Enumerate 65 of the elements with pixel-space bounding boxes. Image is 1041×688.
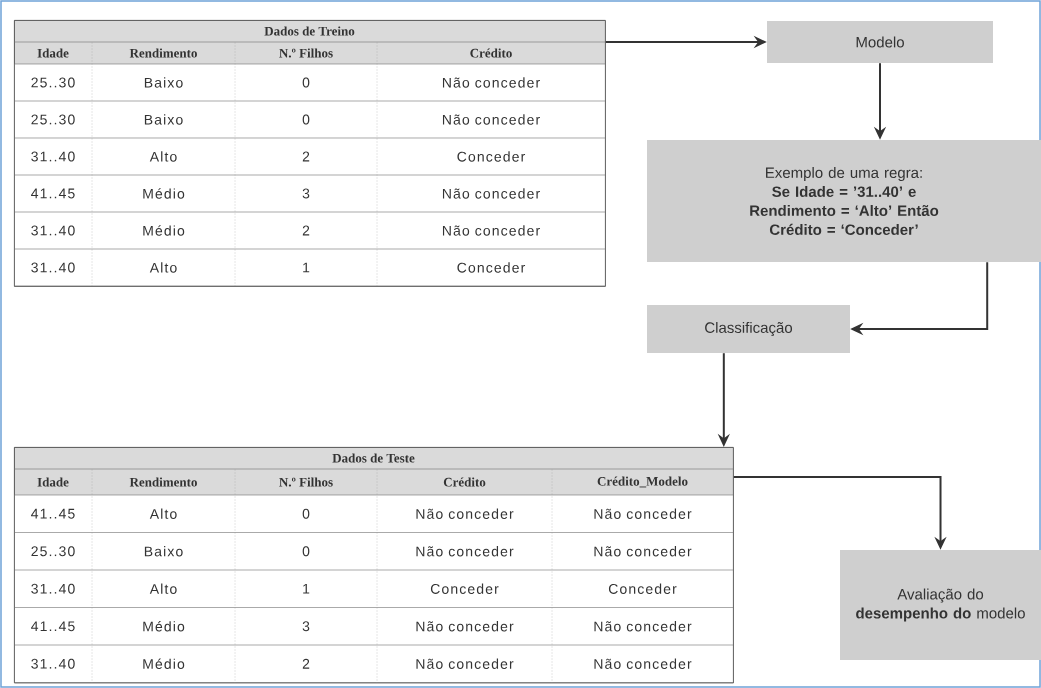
cell-text: 1 xyxy=(303,262,310,273)
cell-text: 41..45 xyxy=(31,188,75,199)
cell-text: 2 xyxy=(302,151,310,162)
cell-text: 1 xyxy=(303,583,310,594)
column-header: Crédito xyxy=(470,48,512,58)
cell-text: 0 xyxy=(302,114,310,125)
column-header: Idade xyxy=(37,477,69,487)
cell-text: Conceder xyxy=(608,583,677,594)
data-table xyxy=(14,447,734,684)
table-title: Dados de Teste xyxy=(332,453,415,463)
cell-text: Médio xyxy=(143,188,185,199)
column-header: Crédito_Modelo xyxy=(597,476,688,488)
cell-text: 3 xyxy=(302,621,310,632)
cell-text: 0 xyxy=(302,508,310,519)
cell-text: Não conceder xyxy=(594,621,692,632)
cell-text: 0 xyxy=(302,77,310,88)
cell-text: Baixo xyxy=(144,546,183,557)
cell-text: Não conceder xyxy=(442,77,540,88)
cell-text: 41..45 xyxy=(31,508,75,519)
process-box: Modelo xyxy=(767,21,993,63)
column-header: N.º Filhos xyxy=(279,477,333,487)
column-header: Idade xyxy=(37,48,69,58)
cell-text: 25..30 xyxy=(31,77,75,88)
cell-text: Não conceder xyxy=(442,188,540,199)
cell-text: Não conceder xyxy=(594,508,692,519)
cell-text: 2 xyxy=(302,225,310,236)
cell-text: Conceder xyxy=(430,583,499,594)
cell-text: 31..40 xyxy=(31,225,75,236)
result-box: Avaliação do desempenho do modelo xyxy=(840,550,1041,660)
cell-text: 25..30 xyxy=(31,546,75,557)
cell-text: 41..45 xyxy=(31,621,75,632)
cell-text: 31..40 xyxy=(31,658,75,669)
column-header: Rendimento xyxy=(129,477,197,487)
column-header: Rendimento xyxy=(129,48,197,58)
cell-text: Conceder xyxy=(457,151,526,162)
cell-text: 31..40 xyxy=(31,262,75,273)
cell-text: Médio xyxy=(143,621,185,632)
cell-text: Alto xyxy=(149,508,177,519)
cell-text: Alto xyxy=(149,583,177,594)
cell-text: Conceder xyxy=(457,262,526,273)
cell-text: Alto xyxy=(149,151,177,162)
cell-text: Não conceder xyxy=(594,546,692,557)
cell-text: Baixo xyxy=(144,77,183,88)
cell-text: 25..30 xyxy=(31,114,75,125)
cell-text: Não conceder xyxy=(442,114,540,125)
cell-text: Baixo xyxy=(144,114,183,125)
cell-text: 31..40 xyxy=(31,151,75,162)
cell-text: Alto xyxy=(149,262,177,273)
cell-text: Não conceder xyxy=(416,546,514,557)
cell-text: Não conceder xyxy=(416,508,514,519)
cell-text: Médio xyxy=(143,658,185,669)
cell-text: 3 xyxy=(302,188,310,199)
cell-text: Não conceder xyxy=(416,658,514,669)
cell-text: Médio xyxy=(143,225,185,236)
cell-text: 31..40 xyxy=(31,583,75,594)
column-header: N.º Filhos xyxy=(279,48,333,58)
data-table xyxy=(14,20,606,287)
cell-text: 0 xyxy=(302,546,310,557)
process-box: Classificação xyxy=(647,305,850,353)
table-title: Dados de Treino xyxy=(264,26,355,36)
cell-text: Não conceder xyxy=(442,225,540,236)
cell-text: Não conceder xyxy=(416,621,514,632)
cell-text: Não conceder xyxy=(594,658,692,669)
cell-text: 2 xyxy=(302,658,310,669)
column-header: Crédito xyxy=(443,477,486,487)
